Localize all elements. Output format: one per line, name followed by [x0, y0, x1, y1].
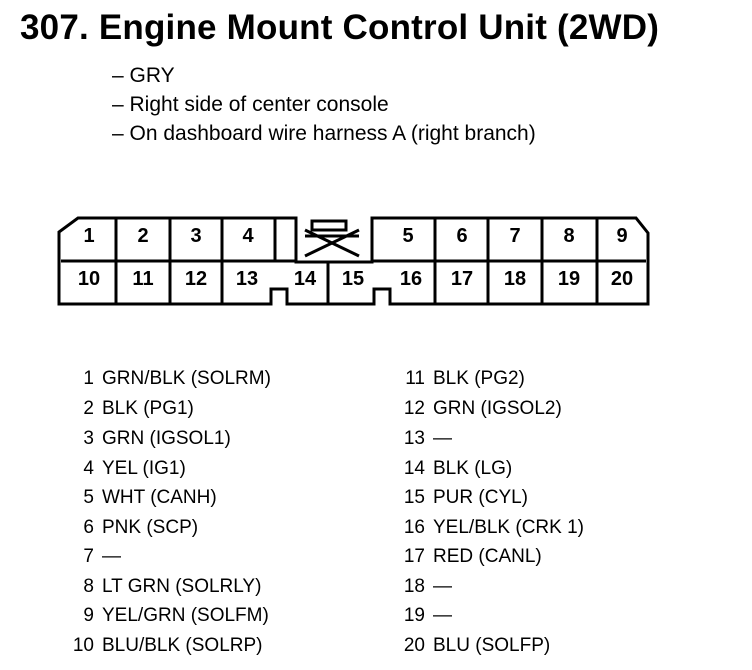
pin-label: 14 [294, 268, 317, 290]
note-location: – Right side of center console [112, 93, 389, 116]
latch-icon [304, 219, 360, 258]
pin-list-item: 19— [403, 605, 452, 626]
pin-label: 20 [611, 268, 633, 290]
pin-label: 12 [185, 268, 207, 290]
pin-list-item: 7— [83, 546, 121, 567]
pin-label: 13 [236, 268, 258, 290]
pin-label: 15 [342, 268, 364, 290]
pin-list-item: 18— [403, 576, 452, 597]
note-harness: – On dashboard wire harness A (right bra… [112, 122, 536, 145]
pin-label: 1 [83, 225, 94, 247]
pin-label: 18 [504, 268, 526, 290]
pin-label: 19 [558, 268, 580, 290]
pin-label: 2 [137, 225, 148, 247]
pin-label: 9 [616, 225, 627, 247]
pin-label: 4 [242, 225, 254, 247]
pin-label: 3 [190, 225, 201, 247]
pin-label: 16 [400, 268, 422, 290]
pin-label: 17 [451, 268, 473, 290]
pin-label: 6 [456, 225, 467, 247]
page-title: 307. Engine Mount Control Unit (2WD) [20, 8, 660, 47]
pin-label: 5 [402, 225, 413, 247]
pin-label: 10 [78, 268, 100, 290]
note-color: – GRY [112, 64, 175, 87]
pin-label: 8 [563, 225, 574, 247]
pin-label: 7 [509, 225, 520, 247]
pin-label: 11 [132, 268, 153, 290]
pin-list-item: 13— [403, 428, 452, 449]
